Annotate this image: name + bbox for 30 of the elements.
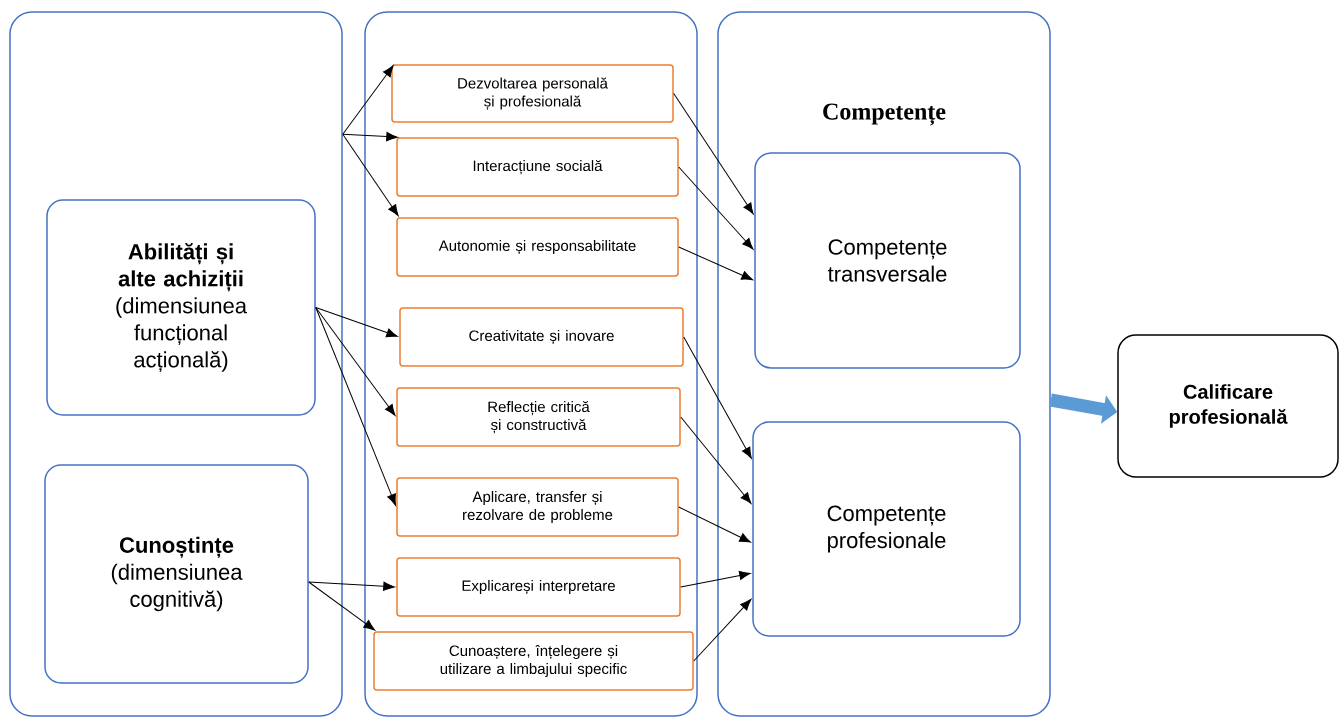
process-box: Dezvoltarea personală și profesională [391, 64, 674, 123]
arrow [680, 570, 751, 588]
process-box: Aplicare, transfer și rezolvare de probleme [396, 477, 679, 537]
process-box: Interacțiune socială [396, 137, 679, 197]
arrow [342, 132, 398, 142]
arrow [693, 599, 752, 662]
arrow [342, 133, 399, 217]
result-box: Calificare profesională [1117, 334, 1339, 478]
arrow [315, 307, 398, 338]
arrow [342, 65, 394, 135]
arrow [683, 336, 752, 459]
category-box: Competențe profesionale [752, 421, 1021, 637]
process-box: Explicareși interpretare [396, 557, 681, 617]
arrow [315, 307, 396, 416]
arrow [315, 307, 396, 506]
arrow [308, 581, 376, 631]
arrow [678, 246, 753, 281]
arrow [680, 416, 752, 504]
process-box: Autonomie și responsabilitate [396, 217, 679, 277]
category-box: Cunoștințe (dimensiunea cognitivă) [44, 464, 309, 684]
panel [364, 11, 698, 717]
process-box: Reflecție critică și constructivă [396, 387, 681, 447]
category-box: Abilități și alte achiziții (dimensiunea funcțional acțională) [46, 199, 316, 416]
arrow [678, 506, 751, 543]
category-box: Competențe transversale [754, 152, 1021, 369]
arrow [308, 581, 395, 591]
arrow [678, 166, 754, 250]
process-box: Cunoaștere, înțelegere și utilizare a limbajului specific [373, 631, 694, 691]
panel [9, 11, 343, 717]
process-box: Creativitate și inovare [399, 307, 684, 367]
